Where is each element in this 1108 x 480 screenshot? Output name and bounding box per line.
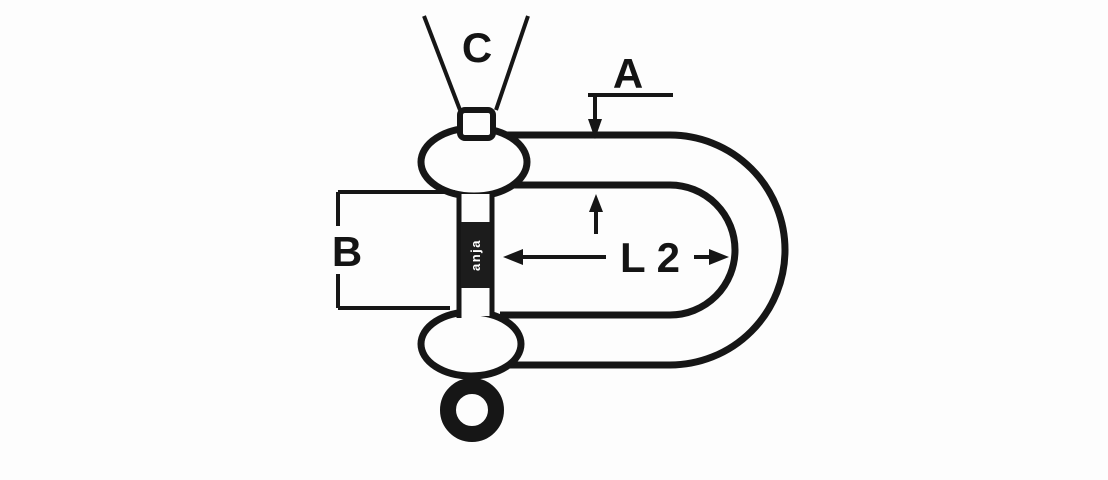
dim-b-label-backing: [328, 226, 366, 274]
pin-head: [457, 107, 496, 141]
pin-knurl-section: [461, 222, 490, 288]
dim-a-label: A: [613, 50, 643, 97]
dim-l2-arrowhead-left: [503, 249, 523, 265]
dim-c-right-extension-line: [494, 15, 530, 111]
dimension-c: C: [422, 15, 530, 111]
shackle-bow-outer-outline: [500, 131, 789, 369]
bottom-ear-boss: [417, 308, 525, 380]
dim-l2-label: L 2: [620, 234, 680, 281]
dim-c-left-extension-line: [422, 15, 462, 111]
dimension-a: A: [588, 50, 673, 234]
pin-brand-label: anja: [468, 239, 483, 271]
dimension-b: B: [328, 190, 455, 310]
shackle-bow: [500, 131, 789, 369]
dim-b-label: B: [332, 228, 362, 275]
dimension-l2: L 2: [503, 234, 729, 281]
shackle-pin: anja: [440, 107, 504, 442]
dim-a-arrowhead-down: [588, 119, 602, 139]
dim-a-arrowhead-up: [589, 194, 603, 212]
shackle-bow-inner-outline: [500, 181, 739, 319]
dim-l2-arrowhead-right: [709, 249, 729, 265]
pin-eye-ring: [440, 378, 504, 442]
dim-c-label: C: [462, 24, 492, 71]
